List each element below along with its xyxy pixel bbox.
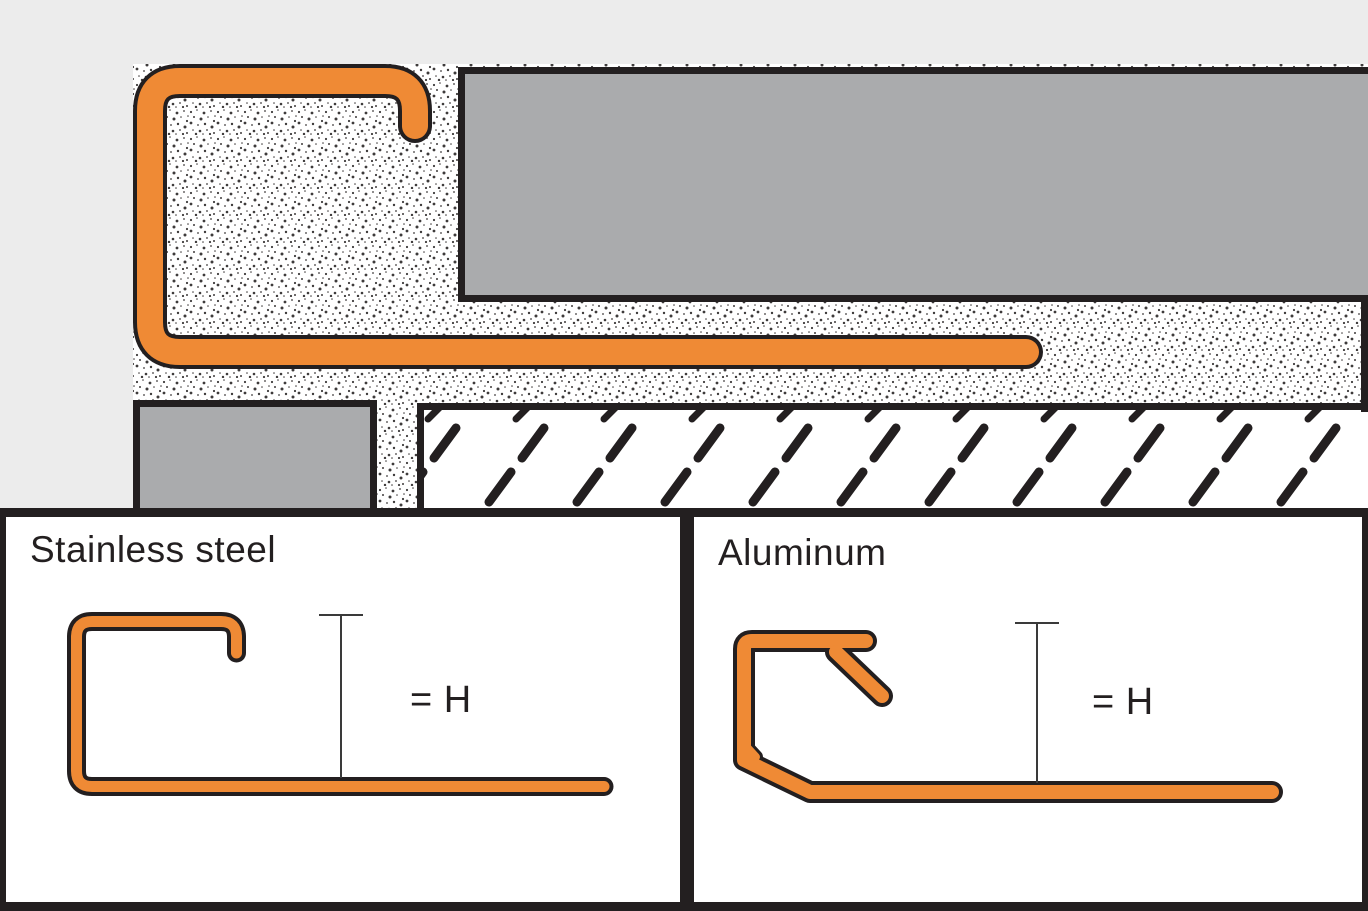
- hatch-mark: [776, 403, 796, 423]
- hatch-mark: [748, 467, 780, 507]
- substrate: [417, 403, 1368, 508]
- hatch-mark: [1100, 467, 1132, 507]
- panels-divider: [680, 508, 694, 911]
- aluminum-strut: [829, 645, 889, 703]
- hatch-mark: [1221, 423, 1253, 463]
- tile-top: [458, 67, 1368, 302]
- hatch-mark: [484, 467, 516, 507]
- height-dimension-right: [1015, 622, 1059, 783]
- hatch-mark: [600, 403, 620, 423]
- hatch-mark: [1276, 467, 1308, 507]
- substrate-top-line: [417, 403, 1368, 410]
- hatch-mark: [572, 467, 604, 507]
- tile-bottom-left: [133, 400, 377, 508]
- aluminum-body: [737, 634, 1279, 799]
- substrate-tick-marks: [424, 403, 1324, 423]
- hatch-mark: [1188, 467, 1220, 507]
- hatch-mark: [957, 423, 989, 463]
- height-dimension-label: = H: [410, 679, 472, 721]
- hatch-mark: [512, 403, 532, 423]
- hatch-mark: [1309, 423, 1341, 463]
- stainless-body: [71, 616, 610, 792]
- aluminum-panel-title: Aluminum: [718, 532, 887, 573]
- material-panels: [0, 508, 1368, 911]
- hatch-mark: [1128, 403, 1148, 423]
- hatch-mark: [924, 467, 956, 507]
- installation-cross-section: [133, 64, 1368, 508]
- hatch-mark: [1304, 403, 1324, 423]
- stainless-profile-drawing: [67, 612, 614, 796]
- hatch-mark: [688, 403, 708, 423]
- profile-cross-section: [133, 64, 1043, 369]
- hatch-mark: [693, 423, 725, 463]
- stainless-panel-title: Stainless steel: [30, 529, 277, 570]
- height-dimension-label: = H: [1092, 681, 1154, 723]
- hatch-mark: [836, 467, 868, 507]
- hatch-mark: [781, 423, 813, 463]
- mortar-right-border: [1361, 300, 1368, 412]
- aluminum-barb: [741, 741, 760, 761]
- aluminum-profile-drawing: [733, 630, 1283, 803]
- panel-borders: [0, 508, 1368, 911]
- hatch-mark: [869, 423, 901, 463]
- hatch-mark: [1040, 403, 1060, 423]
- hatch-mark: [952, 403, 972, 423]
- hatch-mark: [1216, 403, 1236, 423]
- hatch-mark: [660, 467, 692, 507]
- height-dimension-left: [319, 614, 363, 778]
- hatch-mark: [605, 423, 637, 463]
- profile-body: [137, 68, 1039, 365]
- substrate-left-border: [417, 403, 424, 508]
- panels-right-border: [1362, 508, 1368, 911]
- hatch-mark: [429, 423, 461, 463]
- hatch-mark: [424, 403, 444, 423]
- substrate-hatch-marks: [424, 423, 1341, 507]
- hatch-mark: [864, 403, 884, 423]
- hatch-mark: [1012, 467, 1044, 507]
- hatch-mark: [1045, 423, 1077, 463]
- panels-left-border: [0, 508, 6, 911]
- hatch-mark: [517, 423, 549, 463]
- hatch-mark: [1133, 423, 1165, 463]
